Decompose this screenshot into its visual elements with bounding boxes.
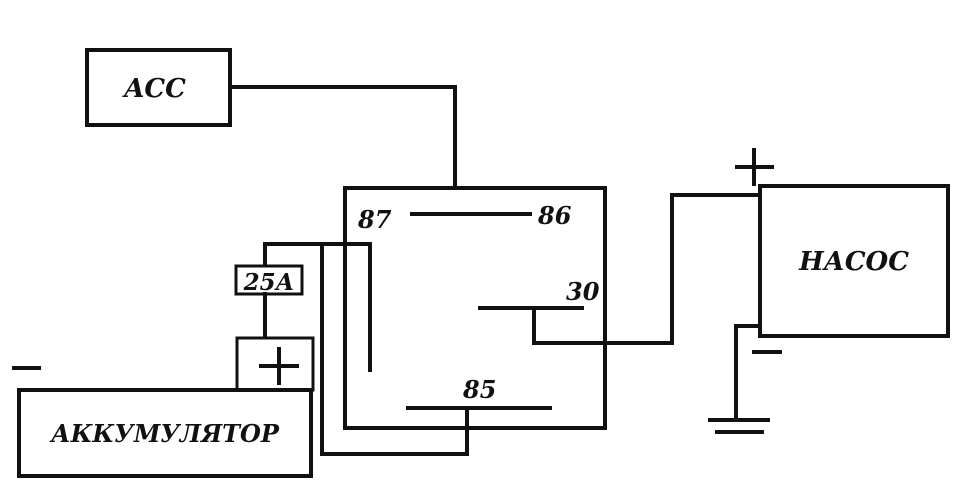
wire-30-to-pump <box>532 193 762 345</box>
pin-label-86: 86 <box>537 201 572 230</box>
pin-label-87: 87 <box>357 205 392 234</box>
acc-label: ACC <box>121 74 186 104</box>
pin-label-30: 30 <box>566 277 600 306</box>
fuse-label: 25А <box>243 269 295 296</box>
pin-label-85: 85 <box>462 375 496 404</box>
ground-symbol <box>708 418 770 434</box>
pump-label: НАСОС <box>798 247 909 277</box>
pump-block <box>758 184 950 338</box>
wire-pump-to-ground <box>734 324 762 422</box>
wire-87-to-fuse <box>263 242 372 268</box>
battery-block <box>17 388 313 478</box>
acc-block <box>85 48 232 127</box>
fuse <box>234 264 304 296</box>
wire-85-ground-loop <box>320 242 469 456</box>
wire-acc-to-86 <box>230 85 457 216</box>
battery-label: АККУМУЛЯТОР <box>49 419 280 448</box>
